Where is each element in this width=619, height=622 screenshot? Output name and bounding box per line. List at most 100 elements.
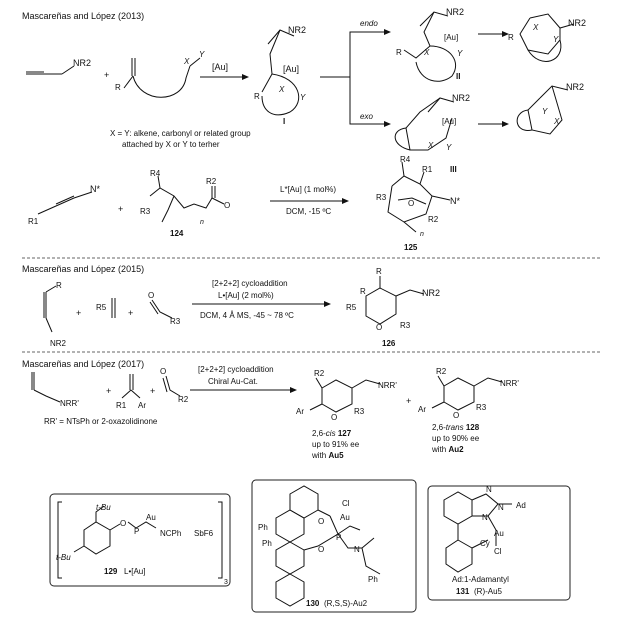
label-ar-2017: Ar <box>138 401 146 410</box>
label-r3-124: R3 <box>140 207 151 216</box>
label-nr2-126: NR2 <box>422 288 440 298</box>
label-ph-130c: Ph <box>368 575 378 584</box>
label-nr2-ii: NR2 <box>446 7 464 17</box>
cond-2017-line1: [2+2+2] cycloaddition <box>198 365 274 374</box>
label-nrr-2017: NRR' <box>60 399 79 408</box>
heading-2017: Mascareñas and López (2017) <box>22 359 144 369</box>
label-nrr-127: NRR' <box>378 381 397 390</box>
label-ar-128: Ar <box>418 405 426 414</box>
cis-catalyst: with Au5 <box>311 451 344 460</box>
label-130: 130 <box>306 599 320 608</box>
alkene-2015: R5 <box>96 298 116 318</box>
cond-124-line1: L*[Au] (1 mol%) <box>280 185 336 194</box>
label-y-i: Y <box>300 93 306 102</box>
plus-2: + <box>118 204 123 214</box>
endo-product: NR2 X Y R <box>508 13 586 62</box>
tethered-reactant: R X Y <box>115 50 205 98</box>
cond-124-line2: DCM, -15 ºC <box>286 207 331 216</box>
label-r3-126: R3 <box>400 321 411 330</box>
label-n-131b: N <box>498 503 504 512</box>
label-nr2-exo: NR2 <box>566 82 584 92</box>
label-o-129: O <box>120 519 126 528</box>
label-nstar-125: N* <box>450 196 460 206</box>
label-au5-131: (R)-Au5 <box>474 587 503 596</box>
label-r-endo: R <box>508 33 514 42</box>
label-nr2-a: NR2 <box>73 58 91 68</box>
plus-5: + <box>106 386 111 396</box>
label-au2-130: (R,S,S)-Au2 <box>324 599 368 608</box>
plus-1: + <box>104 70 109 80</box>
label-n-130: N <box>354 545 360 554</box>
label-o-130b: O <box>318 545 324 554</box>
label-y-ii: Y <box>457 49 463 58</box>
label-x-i: X <box>278 85 285 94</box>
label-au-131: Au <box>494 529 504 538</box>
catalyst-131-box: N N N Ad Au Cl Cy Ad:1-Adamantyl 131 (R)… <box>427 485 571 601</box>
styrene-2017: R1 Ar <box>116 374 146 410</box>
label-x-iii: X <box>427 141 434 150</box>
label-r3-128: R3 <box>476 403 487 412</box>
label-ncph-129: NCPh <box>160 529 181 538</box>
label-au-ii: [Au] <box>444 33 458 42</box>
label-n-125: n <box>420 231 424 238</box>
label-r-a: R <box>115 83 121 92</box>
allenamide-structure: NR2 <box>26 58 91 75</box>
label-ar-127: Ar <box>296 407 304 416</box>
label-r4-124: R4 <box>150 169 161 178</box>
label-126: 126 <box>382 339 396 348</box>
cond-2015-line2: L•[Au] (2 mol%) <box>218 291 274 300</box>
product-127: R2 NRR' Ar O R3 <box>296 369 397 422</box>
label-y-iii: Y <box>446 143 452 152</box>
plus-6: + <box>150 386 155 396</box>
label-nr2-endo: NR2 <box>568 18 586 28</box>
aldehyde-2015: O R3 <box>148 291 181 326</box>
label-125: 125 <box>404 243 418 252</box>
yne-allenamide-2017: NRR' <box>31 372 79 408</box>
label-r-126: R <box>376 267 382 276</box>
label-o-128: O <box>453 411 459 420</box>
allenyl-amide-reactant: N* R1 <box>28 184 100 226</box>
label-ad-131: Ad <box>516 501 526 510</box>
label-au-129: Au <box>146 513 156 522</box>
label-x-exo: X <box>553 117 560 126</box>
cond-2017-line2: Chiral Au-Cat. <box>208 377 258 386</box>
label-n-131c: N <box>482 513 488 522</box>
label-p-129: P <box>134 527 139 536</box>
intermediate-II: NR2 [Au] X Y R II <box>396 7 464 82</box>
label-p-130: P <box>336 533 341 542</box>
label-x-ii: X <box>423 48 430 57</box>
plus-7: + <box>406 396 411 406</box>
product-125: R4 R1 R3 O N* R2 n 125 <box>376 155 460 252</box>
reactant-124: R4 R3 R2 O n 124 <box>140 169 230 238</box>
rr-note: RR' = NTsPh or 2-oxazolidinone <box>44 417 158 426</box>
trans-ee: up to 90% ee <box>432 434 480 443</box>
label-nr2-i: NR2 <box>288 25 306 35</box>
aldehyde-2017: O R2 <box>160 367 189 404</box>
trans-desc: 2,6-trans 128 <box>432 423 480 432</box>
label-o-125: O <box>408 199 414 208</box>
label-sbf6-129: SbF6 <box>194 529 214 538</box>
cis-ee: up to 91% ee <box>312 440 360 449</box>
label-r1-125: R1 <box>422 165 433 174</box>
exo-label: exo <box>360 112 373 121</box>
label-nr2-iii: NR2 <box>452 93 470 103</box>
label-r2-124: R2 <box>206 177 217 186</box>
label-sub3-129: 3 <box>224 579 228 586</box>
label-nr2-2015: NR2 <box>50 339 67 348</box>
exo-product: NR2 X Y <box>516 82 584 135</box>
label-au-130: Au <box>340 513 350 522</box>
product-128: R2 NRR' Ar O R3 <box>418 367 519 420</box>
label-r3-2015: R3 <box>170 317 181 326</box>
label-cl-131: Cl <box>494 547 502 556</box>
cis-desc: 2,6-cis 127 <box>312 429 352 438</box>
label-124: 124 <box>170 229 184 238</box>
label-nstar-a: N* <box>90 184 100 194</box>
label-r5-2015: R5 <box>96 303 107 312</box>
product-126: R R R5 O R3 NR2 126 <box>346 267 440 348</box>
plus-3: + <box>76 308 81 318</box>
trans-catalyst: with Au2 <box>431 445 464 454</box>
catalyst-129-box: t-Bu t-Bu O P Au NCPh SbF6 3 129 L•[Au] <box>49 493 231 587</box>
label-r4-125: R4 <box>400 155 411 164</box>
heading-2015: Mascareñas and López (2015) <box>22 264 144 274</box>
